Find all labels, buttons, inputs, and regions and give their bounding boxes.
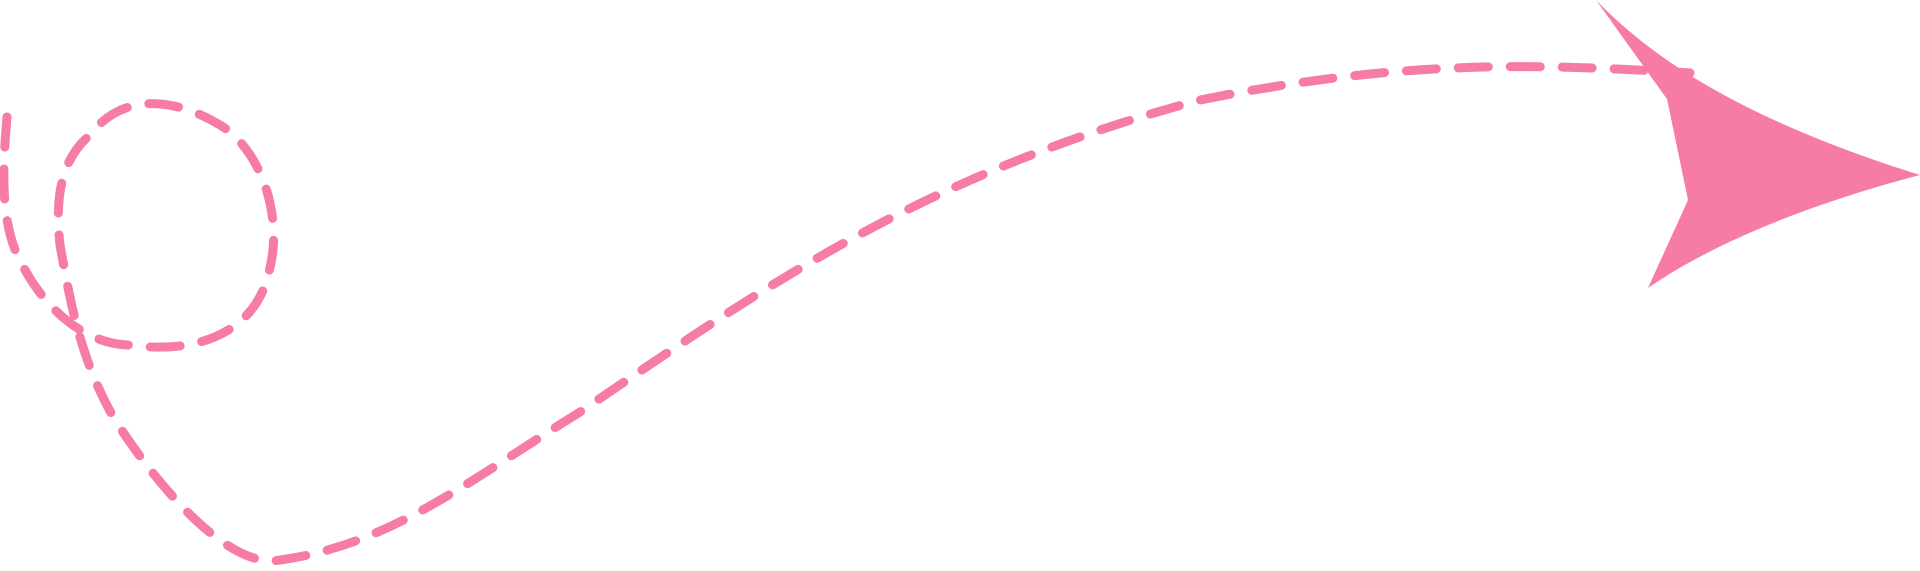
dashed-trail-path [0,62,1695,566]
arrowhead-icon [1596,0,1920,288]
